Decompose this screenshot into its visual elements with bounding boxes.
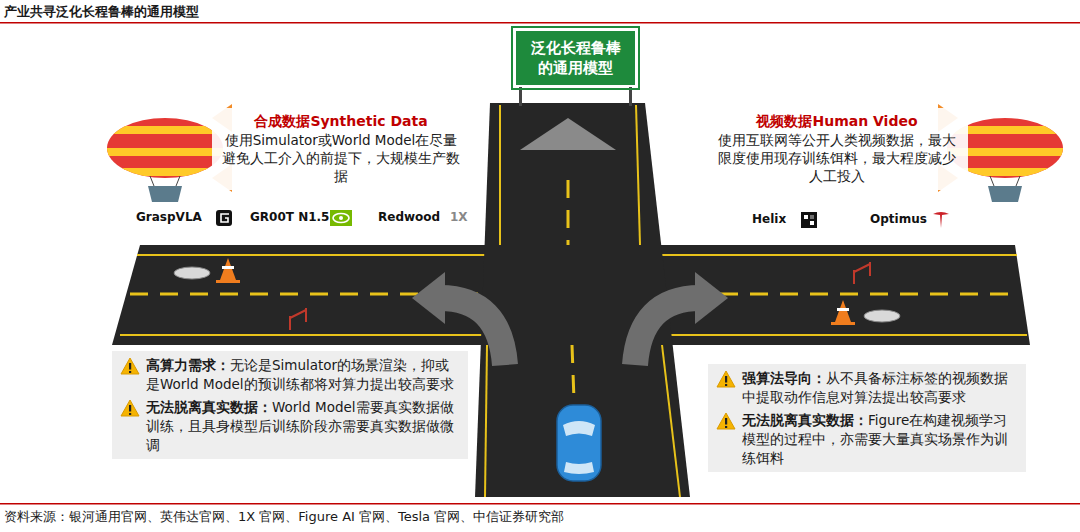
warning-heading: 高算力需求：: [146, 357, 230, 373]
logo-name: GraspVLA: [136, 210, 202, 224]
logo-name: Optimus: [870, 212, 927, 226]
warning-heading: 强算法导向：: [742, 370, 826, 386]
warning-heading: 无法脱离真实数据：: [742, 412, 868, 428]
warning-icon: [716, 412, 736, 430]
logo-name: 1X: [450, 210, 468, 224]
logo-name: GR00T N1.5: [250, 210, 329, 224]
panel-body: 使用Simulator或World Model在尽量避免人工介入的前提下，大规模…: [218, 131, 464, 186]
source-caption: 资料来源：银河通用官网、英伟达官网、1X 官网、Figure AI 官网、Tes…: [4, 508, 564, 526]
warning-icon: [120, 399, 140, 417]
challenge-box: 强算法导向：从不具备标注标签的视频数据中提取动作信息对算法提出较高要求无法脱离真…: [708, 364, 1026, 472]
warning-row: 无法脱离真实数据：Figure在构建视频学习模型的过程中，亦需要大量真实场景作为…: [716, 411, 1018, 468]
logo-name: Redwood: [378, 210, 440, 224]
warning-text: 高算力需求：无论是Simulator的场景渲染，抑或是World Model的预…: [146, 356, 460, 394]
route-panel: 视频数据Human Video使用互联网等公开人类视频数据，最大限度使用现存训练…: [706, 108, 968, 190]
warning-text: 强算法导向：从不具备标注标签的视频数据中提取动作信息对算法提出较高要求: [742, 369, 1018, 407]
challenge-box: 高算力需求：无论是Simulator的场景渲染，抑或是World Model的预…: [112, 351, 468, 459]
warning-text: 无法脱离真实数据：Figure在构建视频学习模型的过程中，亦需要大量真实场景作为…: [742, 411, 1018, 468]
page-title: 产业共寻泛化长程鲁棒的通用模型: [4, 3, 199, 21]
panel-heading: 视频数据Human Video: [712, 112, 962, 131]
route-panel: 合成数据Synthetic Data使用Simulator或World Mode…: [212, 108, 470, 190]
warning-text: 无法脱离真实数据：World Model需要真实数据做训练，且具身模型后训练阶段…: [146, 398, 460, 455]
sign-text: 泛化长程鲁棒 的通用模型: [526, 38, 626, 79]
warning-icon: [120, 357, 140, 375]
warning-heading: 无法脱离真实数据：: [146, 399, 272, 415]
warning-icon: [716, 370, 736, 388]
warning-row: 无法脱离真实数据：World Model需要真实数据做训练，且具身模型后训练阶段…: [120, 398, 460, 455]
logo-name: Helix: [752, 212, 786, 226]
panel-body: 使用互联网等公开人类视频数据，最大限度使用现存训练饵料，最大程度减少人工投入: [712, 131, 962, 186]
warning-row: 强算法导向：从不具备标注标签的视频数据中提取动作信息对算法提出较高要求: [716, 369, 1018, 407]
panel-heading: 合成数据Synthetic Data: [218, 112, 464, 131]
road-sign: 泛化长程鲁棒 的通用模型: [515, 30, 636, 86]
warning-row: 高算力需求：无论是Simulator的场景渲染，抑或是World Model的预…: [120, 356, 460, 394]
